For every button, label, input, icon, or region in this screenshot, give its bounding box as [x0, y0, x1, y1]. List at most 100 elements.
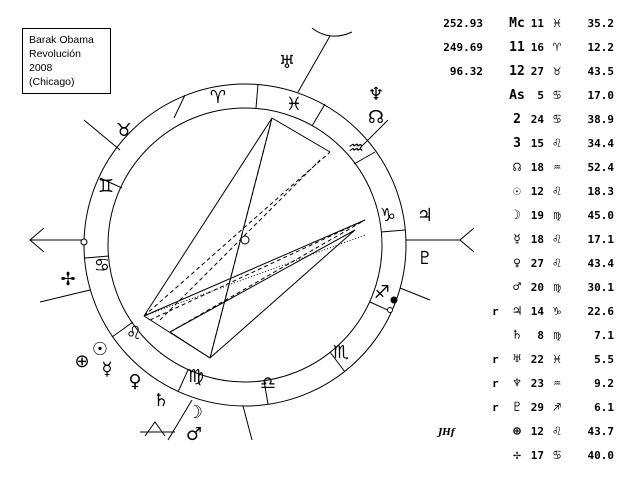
signature: JHf [438, 428, 455, 438]
cell-deg: 14 [530, 305, 544, 318]
cell-r: r [492, 401, 499, 414]
table-row: ✢17♋40.0 [420, 446, 640, 470]
planet-marker [387, 307, 393, 313]
sign-libra: ♎ [260, 373, 276, 394]
sign-sagittarius: ♐ [374, 282, 390, 303]
cell-sym: ☿ [513, 232, 521, 247]
planet-mars: ♂ [186, 424, 202, 445]
cell-deg: 19 [530, 209, 544, 222]
cell-sym: ☽ [513, 208, 521, 223]
cell-val: 7.1 [594, 329, 614, 342]
cell-num: 249.69 [443, 41, 483, 54]
sign-capricorn: ♑ [380, 205, 396, 226]
planet-neptune: ♆ [368, 84, 384, 105]
planet-mercury: ☿ [101, 359, 112, 380]
cell-sym: 2 [513, 112, 521, 127]
cell-deg: 15 [530, 137, 544, 150]
cell-sym: ♃ [513, 304, 521, 319]
cell-sign: ♍ [553, 208, 561, 223]
cell-sign: ♓ [553, 352, 561, 367]
cell-val: 35.2 [587, 17, 615, 30]
cell-sym: ♄ [513, 328, 521, 343]
cell-deg: 20 [530, 281, 544, 294]
cell-r: r [492, 305, 499, 318]
table-row: r♇29♐6.1 [420, 398, 640, 422]
table-row: r♅22♓5.5 [420, 350, 640, 374]
table-row: ☽19♍45.0 [420, 206, 640, 230]
cell-sym: ♆ [513, 376, 521, 391]
cell-sym: 12 [509, 64, 525, 79]
planet-node: ☊ [368, 107, 384, 128]
cell-sign: ♋ [553, 112, 561, 127]
cell-deg: 18 [530, 161, 544, 174]
table-row: ☉ 12 ♌ 18.3 [420, 182, 640, 206]
cell-sym: ⊕ [513, 424, 521, 439]
cell-r: r [492, 377, 499, 390]
house-cusps [29, 27, 475, 441]
cell-sign: ♌ [553, 256, 561, 271]
cell-val: 38.9 [587, 113, 615, 126]
cell-sym: As [509, 88, 525, 103]
cell-sign: ♒ [553, 160, 561, 175]
cell-sym: ♂ [513, 280, 521, 295]
cell-sym: 11 [509, 40, 525, 55]
cell-deg: 12 [530, 185, 544, 198]
cell-sym: ☊ [513, 160, 521, 175]
cell-val: 18.3 [587, 185, 615, 198]
cell-val: 40.0 [587, 449, 615, 462]
cell-deg: 8 [537, 329, 544, 342]
planet-uranus: ♅ [279, 52, 295, 73]
sign-pisces: ♓ [286, 94, 302, 115]
aspect-point [240, 235, 250, 245]
cell-deg: 12 [530, 425, 544, 438]
cell-val: 9.2 [594, 377, 614, 390]
sign-aries: ♈ [210, 87, 226, 108]
cell-sign: ♌ [553, 136, 561, 151]
cell-sign: ♌ [553, 184, 561, 199]
legend-name: Barak Obama [29, 34, 94, 46]
cell-sign: ♐ [553, 400, 561, 415]
cell-deg: 18 [530, 233, 544, 246]
planet-jupiter: ♃ [417, 205, 433, 226]
outer-circle [83, 83, 407, 407]
cell-deg: 27 [530, 65, 544, 78]
table-row: ☊ 18 ♒ 52.4 [420, 158, 640, 182]
cell-deg: 29 [530, 401, 544, 414]
cell-val: 52.4 [587, 161, 615, 174]
cell-sym: 3 [513, 136, 521, 151]
cell-val: 43.7 [587, 425, 615, 438]
cell-val: 17.1 [587, 233, 615, 246]
cell-sign: ♌ [553, 424, 561, 439]
cell-deg: 24 [530, 113, 544, 126]
cell-val: 34.4 [587, 137, 615, 150]
cell-sym: ♇ [513, 400, 521, 415]
cell-sign: ♉ [553, 64, 561, 79]
planet-marker [390, 296, 398, 304]
sign-aquarius: ♒ [348, 138, 364, 159]
cell-sign: ♑ [553, 304, 561, 319]
table-row: ⊕ 12 ♌ 43.7 [420, 422, 640, 446]
cell-val: 12.2 [587, 41, 615, 54]
planet-moon: ☽ [187, 402, 203, 423]
cell-val: 43.4 [587, 257, 615, 270]
table-row: 2 24 ♋ 38.9 [420, 110, 640, 134]
cell-sym: ☉ [513, 184, 521, 199]
cell-val: 43.5 [587, 65, 615, 78]
aspect-lines [143, 117, 366, 359]
cell-sign: ♈ [553, 40, 561, 55]
sign-gemini: ♊ [98, 176, 114, 197]
sign-dividers [84, 83, 406, 405]
planet-pluto: ♇ [417, 248, 433, 269]
cell-val: 22.6 [587, 305, 615, 318]
chart-legend: Barak Obama Revolución 2008 (Chicago) [22, 28, 111, 94]
cell-sign: ♌ [553, 232, 561, 247]
cell-val: 17.0 [587, 89, 615, 102]
sign-leo: ♌ [126, 323, 142, 344]
cell-num: 252.93 [443, 17, 483, 30]
cell-sign: ♋ [553, 448, 561, 463]
cell-deg: 23 [530, 377, 544, 390]
